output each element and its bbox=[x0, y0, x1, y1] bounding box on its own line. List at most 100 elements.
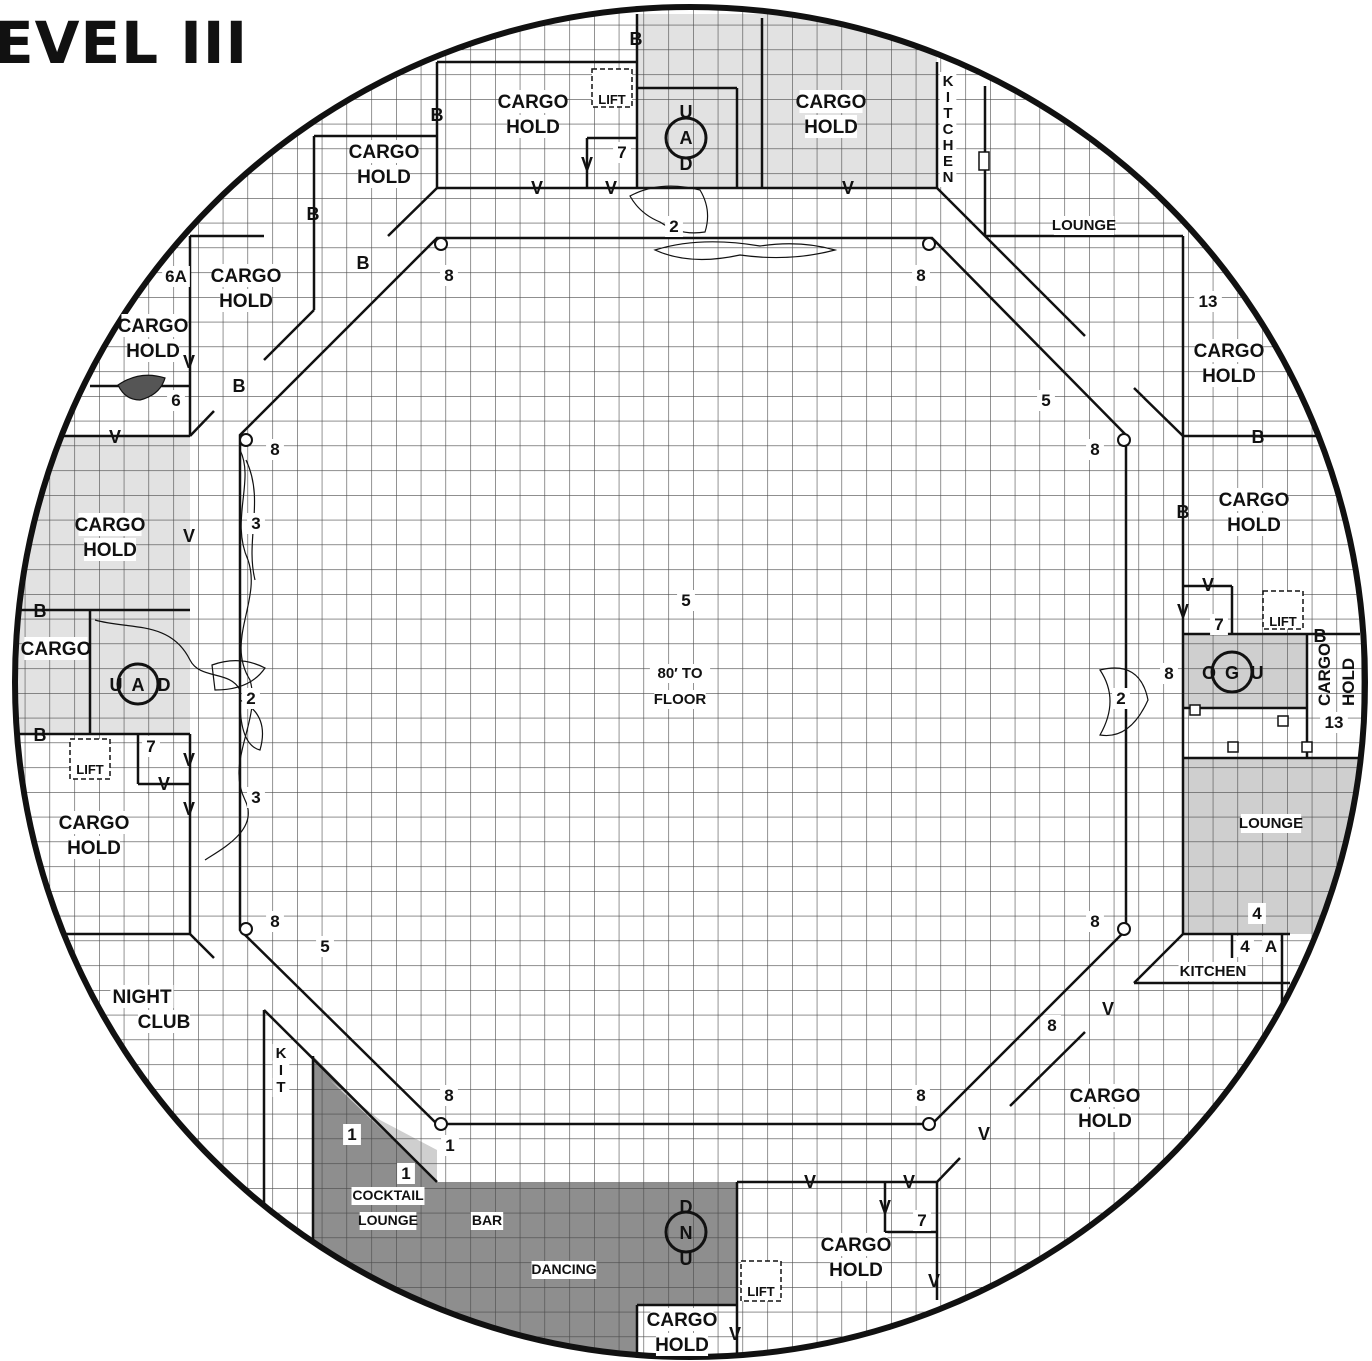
west-upper-hold-cargo-label: CARGO bbox=[118, 316, 189, 337]
barrier-3: B bbox=[357, 253, 370, 273]
key-3-b: 3 bbox=[251, 788, 260, 807]
south-right-hold-hold-label: HOLD bbox=[829, 1260, 883, 1281]
key-7-w-bg bbox=[142, 736, 160, 757]
center-label-line1-bg bbox=[649, 664, 711, 683]
west-upper-hold-hold-label-bg bbox=[126, 339, 180, 362]
south-right-hold-hold-label-bg bbox=[829, 1258, 883, 1281]
vent-1: V bbox=[605, 178, 617, 198]
key-7-n: 7 bbox=[617, 143, 626, 162]
northwest-hold-hold-label-bg bbox=[357, 165, 411, 188]
key-4-a-bg bbox=[1248, 903, 1266, 924]
east-kitchen-label-bg bbox=[1178, 962, 1248, 981]
northwest2-hold-cargo-label: CARGO bbox=[211, 266, 282, 287]
key-7-e: 7 bbox=[1214, 615, 1223, 634]
center-label-line2: FLOOR bbox=[654, 691, 707, 708]
vent-11: V bbox=[1202, 575, 1214, 595]
northwest2-hold-hold-label-bg bbox=[219, 289, 273, 312]
key-3-a: 3 bbox=[251, 514, 260, 533]
west-lower-hold-hold-label-bg bbox=[67, 836, 121, 859]
key-2-n: 2 bbox=[669, 217, 678, 236]
east-vertical-hold-label: HOLD bbox=[1339, 658, 1358, 706]
vent-0: V bbox=[531, 178, 543, 198]
key-6a-bg bbox=[162, 266, 190, 287]
vent-15: V bbox=[903, 1172, 915, 1192]
west-upper-hold-hold-label: HOLD bbox=[126, 341, 180, 362]
key-9-ws-bg bbox=[266, 911, 284, 932]
east-vertical-cargo-label: CARGO bbox=[1315, 643, 1334, 706]
key-a: A bbox=[1265, 937, 1277, 956]
east-upper-hold-cargo-label: CARGO bbox=[1194, 341, 1265, 362]
barrier-4: B bbox=[233, 376, 246, 396]
vent-9: V bbox=[183, 799, 195, 819]
key-1-c: 1 bbox=[445, 1136, 454, 1155]
south-elev-n: N bbox=[680, 1223, 693, 1243]
key-6-bg bbox=[167, 390, 185, 411]
key-2-n-bg bbox=[665, 216, 683, 237]
north-kitchen-letter-4: H bbox=[943, 137, 954, 154]
night-label: NIGHT bbox=[112, 987, 172, 1008]
north-kitchen-letter-3-bg bbox=[939, 120, 957, 139]
east-lounge-label-bg bbox=[1240, 814, 1302, 833]
pillars bbox=[239, 237, 1131, 1131]
east-elev-o: O bbox=[1202, 663, 1216, 683]
key-9-nw-bg bbox=[440, 265, 458, 286]
key-4-b-bg bbox=[1236, 936, 1254, 957]
west-cargo-label: CARGO bbox=[21, 639, 92, 660]
key-1-b-bg bbox=[397, 1163, 415, 1184]
south-hold-hold-label-bg bbox=[655, 1333, 709, 1356]
west-shaded-hold-cargo-label: CARGO bbox=[75, 515, 146, 536]
lift-label-2: LIFT bbox=[76, 762, 103, 777]
east-upper-hold-hold-label: HOLD bbox=[1202, 366, 1256, 387]
north-kitchen-letter-2-bg bbox=[939, 104, 957, 123]
vent-16: V bbox=[879, 1197, 891, 1217]
key-9-en: 8 bbox=[1090, 440, 1099, 459]
map-labels: 580′ TOFLOORCARGOHOLDCARGOHOLDCARGOHOLDC… bbox=[21, 29, 1358, 1356]
kit-letter-1-bg bbox=[272, 1061, 290, 1080]
north-left-hold-cargo-label-bg bbox=[501, 90, 565, 113]
key-9-ws: 8 bbox=[270, 912, 279, 931]
vent-4: V bbox=[183, 352, 195, 372]
north-kitchen-letter-4-bg bbox=[939, 136, 957, 155]
barrier-9: B bbox=[1314, 626, 1327, 646]
key-7-s: 7 bbox=[917, 1211, 926, 1230]
key-13-ne: 13 bbox=[1199, 292, 1218, 311]
key-5-ne-bg bbox=[1037, 390, 1055, 411]
walls bbox=[15, 14, 1360, 1357]
key-3-a-bg bbox=[247, 513, 265, 534]
west-lower-hold-hold-label: HOLD bbox=[67, 838, 121, 859]
east-elev-g: G bbox=[1225, 663, 1239, 683]
key-2-e: 2 bbox=[1116, 689, 1125, 708]
north-elev-d: D bbox=[680, 154, 693, 174]
bar-label-bg bbox=[470, 1212, 504, 1230]
key-9-ne: 8 bbox=[916, 266, 925, 285]
key-6: 6 bbox=[171, 391, 180, 410]
center-key-5: 5 bbox=[681, 591, 690, 610]
dancing-label: DANCING bbox=[531, 1261, 596, 1277]
key-a-bg bbox=[1262, 936, 1280, 957]
east-kitchen-label: KITCHEN bbox=[1180, 963, 1247, 980]
vent-13: V bbox=[978, 1124, 990, 1144]
vent-7: V bbox=[183, 750, 195, 770]
key-4-a: 4 bbox=[1252, 904, 1262, 923]
south-elev-d: D bbox=[680, 1197, 693, 1217]
northwest-hold-cargo-label: CARGO bbox=[349, 142, 420, 163]
barrier-2: B bbox=[307, 204, 320, 224]
north-elev-u: U bbox=[680, 102, 693, 122]
key-7-e-bg bbox=[1210, 614, 1228, 635]
north-kitchen-letter-1-bg bbox=[939, 88, 957, 107]
key-4-b: 4 bbox=[1240, 937, 1250, 956]
club-label: CLUB bbox=[138, 1012, 191, 1033]
west-cargo-label-bg bbox=[24, 637, 88, 660]
vent-17: V bbox=[928, 1271, 940, 1291]
vent-12: V bbox=[1102, 999, 1114, 1019]
key-9-sw-bg bbox=[440, 1085, 458, 1106]
north-right-hold-cargo-label-bg bbox=[799, 90, 863, 113]
key-9-sw: 8 bbox=[444, 1086, 453, 1105]
key-13-e-bg bbox=[1320, 712, 1348, 733]
west-elev-u: U bbox=[110, 675, 123, 695]
north-left-hold-hold-label-bg bbox=[506, 115, 560, 138]
vent-2: V bbox=[581, 154, 593, 174]
northeast-lounge-label: LOUNGE bbox=[1052, 217, 1116, 234]
key-6a: 6A bbox=[165, 267, 187, 286]
south-right-hold-cargo-label: CARGO bbox=[821, 1235, 892, 1256]
